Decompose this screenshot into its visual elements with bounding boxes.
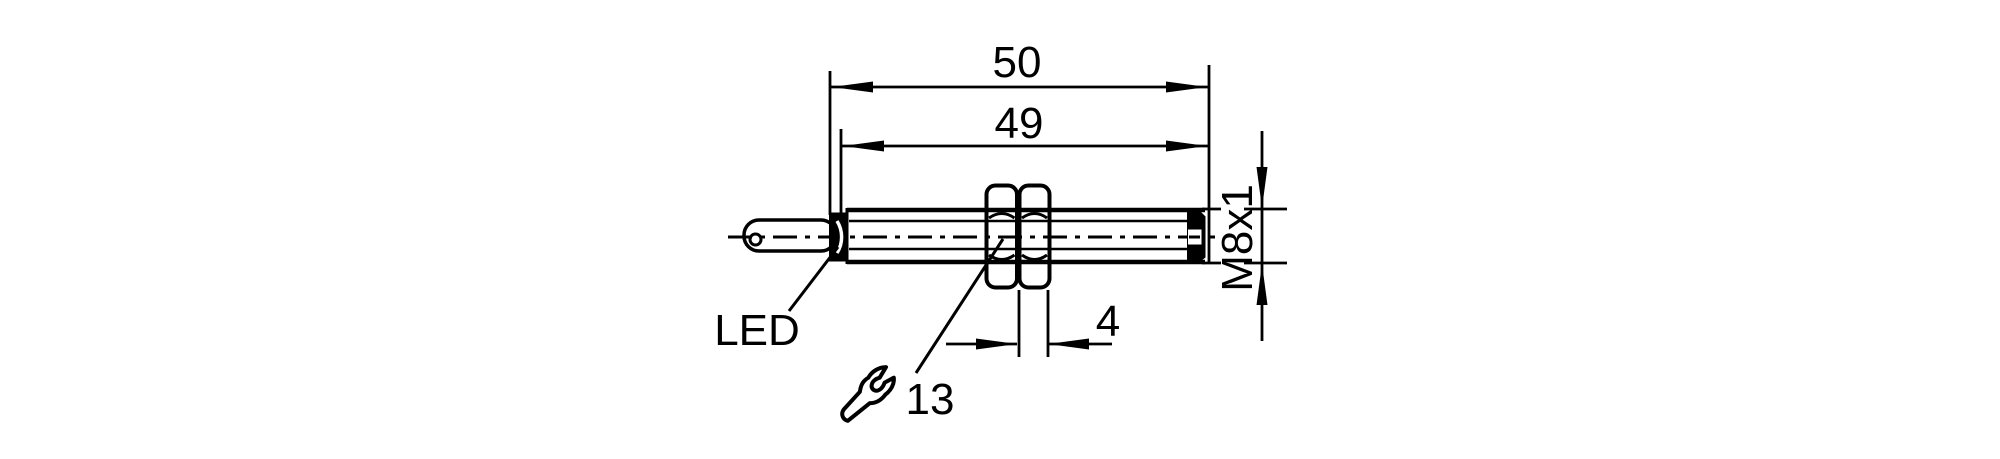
back-cap-body <box>829 212 848 262</box>
nut-2-top-chamfer-arc <box>1021 212 1048 220</box>
dim-m8-arrow-bottom <box>1256 264 1268 305</box>
dim-49-arrow-left <box>843 140 884 152</box>
nut-1-top-chamfer-arc <box>988 212 1016 220</box>
led-label: LED <box>714 306 800 355</box>
wrench-size-label: 13 <box>906 375 955 424</box>
nut-2-bottom-chamfer-arc <box>1021 253 1048 261</box>
dim-4-arrow-right <box>1048 338 1089 350</box>
dim-49-arrow-right <box>1166 140 1207 152</box>
wrench-callout: 13 <box>840 238 1005 424</box>
dim-50-arrow-left <box>832 81 873 93</box>
back-cap <box>829 212 848 262</box>
dim-50-arrow-right <box>1166 81 1207 93</box>
dim-50-label: 50 <box>993 38 1042 87</box>
cable-end-circle <box>748 232 763 247</box>
dim-m8-arrow-top <box>1256 167 1268 208</box>
led-ring-arc <box>835 220 844 254</box>
dim-4-arrow-left <box>976 338 1017 350</box>
wrench-icon <box>840 365 896 423</box>
nut-thickness-label: 4 <box>1096 297 1120 346</box>
wrench-leader-line <box>914 238 1005 374</box>
dim-thread: M8x1 <box>1202 131 1287 341</box>
wrench-icon-path <box>840 365 896 423</box>
thread-label: M8x1 <box>1213 184 1262 292</box>
dim-overall-length: 50 <box>828 38 1211 264</box>
dim-49-label: 49 <box>995 99 1044 148</box>
led-leader-line <box>787 246 840 312</box>
dim-barrel-length: 49 <box>839 99 1209 215</box>
dim-nut-thickness: 4 <box>946 290 1120 357</box>
led-callout: LED <box>714 246 840 355</box>
sensor-body <box>845 207 1205 265</box>
sensing-face <box>1187 208 1206 264</box>
